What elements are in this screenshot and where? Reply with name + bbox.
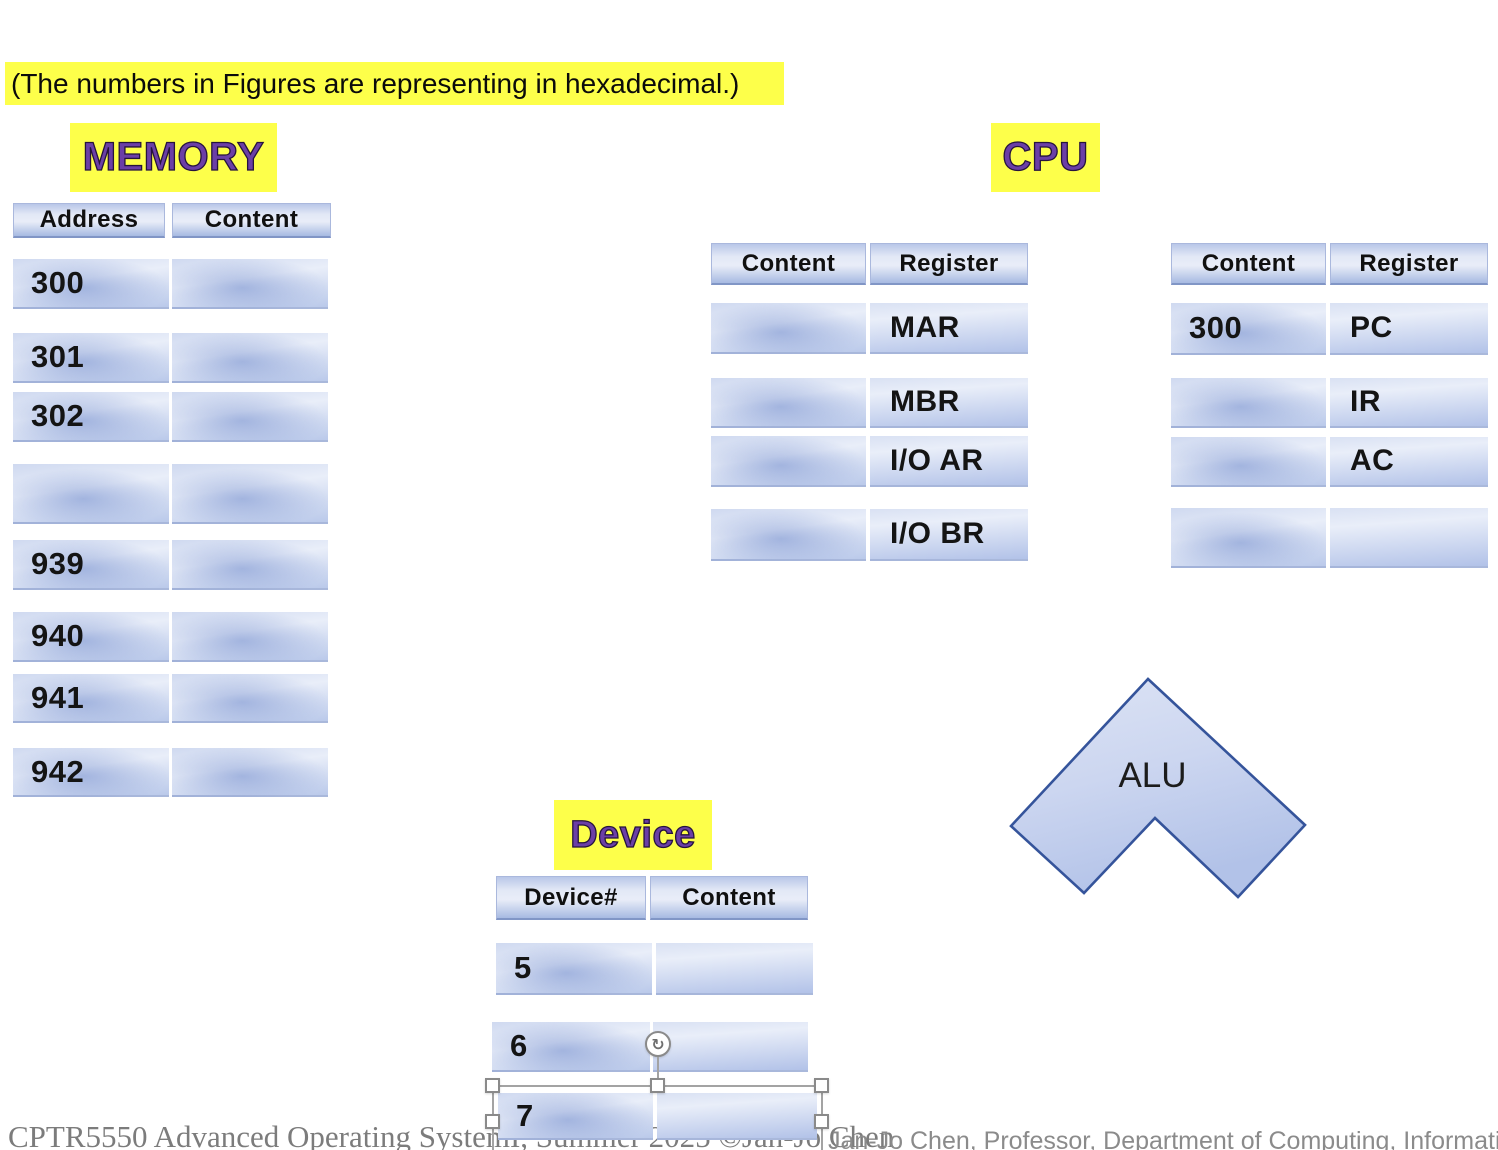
device6-content-cell[interactable]	[653, 1022, 808, 1072]
memory-content-cell[interactable]	[172, 464, 328, 524]
mar-content-cell[interactable]	[711, 303, 866, 354]
cpu-right-header-content[interactable]: Content	[1171, 243, 1326, 285]
cpu-left-header-content[interactable]: Content	[711, 243, 866, 285]
selection-handle-middle-left[interactable]	[485, 1114, 500, 1129]
memory-address-cell[interactable]: 301	[13, 333, 169, 383]
device7-num-cell[interactable]: 7	[498, 1093, 653, 1140]
memory-title: MEMORY	[82, 134, 265, 179]
rotate-handle-icon[interactable]: ↻	[645, 1031, 671, 1057]
footer-course-visible: CPTR5550 Advanced Operating System	[8, 1119, 510, 1150]
memory-content-cell[interactable]	[172, 540, 328, 590]
iobr-content-cell[interactable]	[711, 509, 866, 561]
alu-chevron-polygon	[1009, 677, 1307, 899]
device-title: Device	[570, 813, 696, 856]
ir-content-cell[interactable]	[1171, 378, 1326, 428]
device5-content-cell[interactable]	[656, 943, 813, 995]
memory-header-address[interactable]: Address	[13, 203, 165, 238]
ioar-content-cell[interactable]	[711, 436, 866, 487]
rotate-handle-stem	[657, 1057, 659, 1079]
selection-handle-top-left[interactable]	[485, 1078, 500, 1093]
memory-address-cell[interactable]: 939	[13, 540, 169, 590]
cpu-right-header-register[interactable]: Register	[1330, 243, 1488, 285]
device-header-content[interactable]: Content	[650, 876, 808, 920]
memory-address-cell[interactable]: 940	[13, 612, 169, 662]
selection-handle-top-middle[interactable]	[650, 1078, 665, 1093]
memory-address-cell[interactable]: 302	[13, 392, 169, 442]
device-title-box[interactable]: Device	[554, 800, 712, 870]
memory-address-cell[interactable]: 300	[13, 259, 169, 309]
hexadecimal-note[interactable]: (The numbers in Figures are representing…	[5, 62, 784, 105]
iobr-register-cell[interactable]: I/O BR	[870, 509, 1028, 561]
pc-content-cell[interactable]: 300	[1171, 303, 1326, 355]
cpu-left-header-register[interactable]: Register	[870, 243, 1028, 285]
memory-address-cell[interactable]: 941	[13, 674, 169, 723]
ioar-register-cell[interactable]: I/O AR	[870, 436, 1028, 487]
memory-address-cell[interactable]: 942	[13, 748, 169, 797]
cpu-title-box[interactable]: CPU	[991, 123, 1100, 192]
mbr-register-cell[interactable]: MBR	[870, 378, 1028, 428]
mar-register-cell[interactable]: MAR	[870, 303, 1028, 354]
footer-author-text: Jan-Jo Chen, Professor, Department of Co…	[828, 1127, 1498, 1150]
ir-register-cell[interactable]: IR	[1330, 378, 1488, 428]
memory-content-cell[interactable]	[172, 333, 328, 383]
mbr-content-cell[interactable]	[711, 378, 866, 428]
device7-content-cell[interactable]	[657, 1093, 817, 1140]
device-header-num[interactable]: Device#	[496, 876, 646, 920]
memory-header-content[interactable]: Content	[172, 203, 331, 238]
cpu-title: CPU	[1002, 134, 1089, 179]
device5-num-cell[interactable]: 5	[496, 943, 652, 995]
selection-handle-middle-right[interactable]	[814, 1114, 829, 1129]
pc-register-cell[interactable]: PC	[1330, 303, 1488, 355]
alu-shape[interactable]	[1005, 675, 1307, 901]
memory-address-cell[interactable]	[13, 464, 169, 524]
alu-label: ALU	[1118, 756, 1187, 795]
blank-content-cell[interactable]	[1171, 508, 1326, 568]
device6-num-cell[interactable]: 6	[492, 1022, 650, 1072]
memory-content-cell[interactable]	[172, 392, 328, 442]
ac-register-cell[interactable]: AC	[1330, 437, 1488, 487]
selection-handle-top-right[interactable]	[814, 1078, 829, 1093]
memory-title-box[interactable]: MEMORY	[70, 123, 277, 192]
memory-content-cell[interactable]	[172, 259, 328, 309]
hexadecimal-note-text: (The numbers in Figures are representing…	[11, 67, 740, 99]
ac-content-cell[interactable]	[1171, 437, 1326, 487]
memory-content-cell[interactable]	[172, 674, 328, 723]
blank-register-cell[interactable]	[1330, 508, 1488, 568]
memory-content-cell[interactable]	[172, 748, 328, 797]
memory-content-cell[interactable]	[172, 612, 328, 662]
